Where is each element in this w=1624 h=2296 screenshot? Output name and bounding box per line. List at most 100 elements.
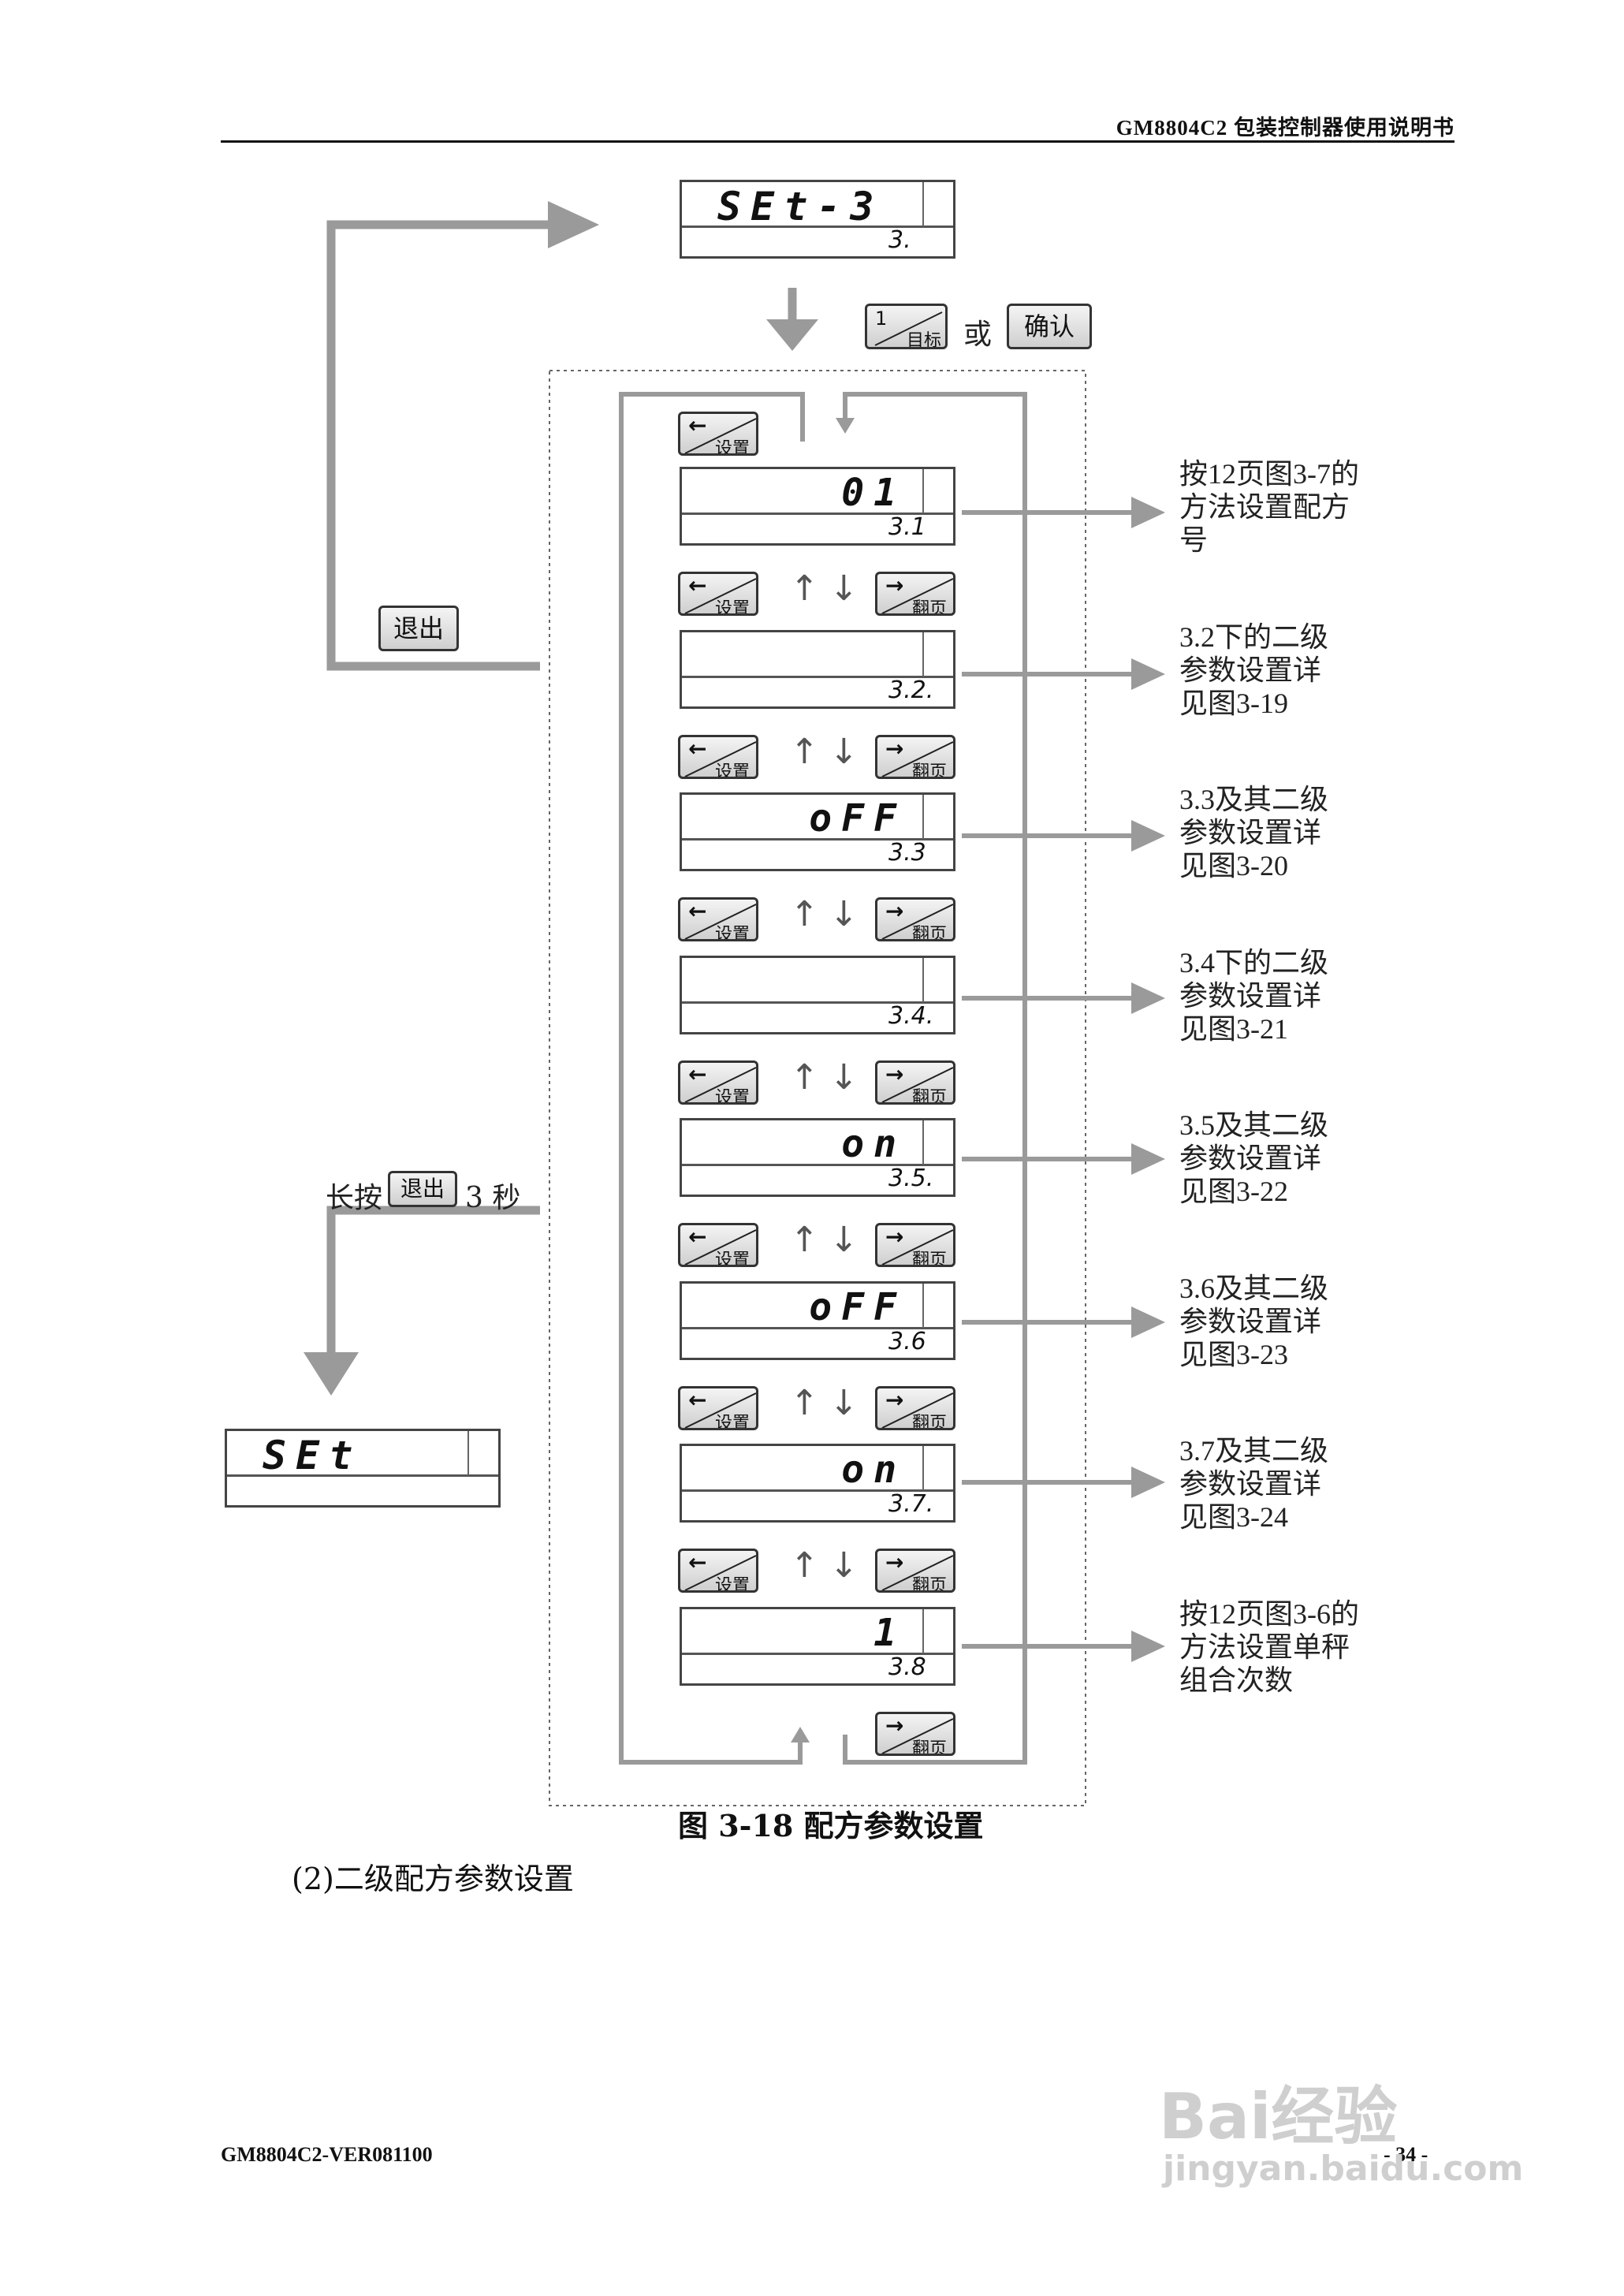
target-key[interactable]: 1 目标 — [865, 304, 948, 349]
right-arrow-icon: → — [885, 735, 904, 762]
target-key-label: 目标 — [907, 331, 942, 349]
display-separator — [922, 632, 924, 676]
down-arrow-icon: ↓ — [829, 894, 859, 934]
display-sub-text: 3.8 — [888, 1653, 926, 1681]
display-sub-text: 3. — [888, 226, 911, 254]
down-arrow-icon: ↓ — [829, 1545, 859, 1586]
parameter-description: 3.6及其二级 — [1179, 1272, 1329, 1304]
long-press-exit-key[interactable]: 退出 — [388, 1171, 457, 1207]
left-arrow-icon: ← — [688, 412, 707, 438]
set-key[interactable]: ← 设置 — [678, 1223, 758, 1267]
display-set: SEt — [225, 1429, 501, 1508]
set-key[interactable]: ←设置 — [678, 734, 758, 779]
parameter-description: 按12页图3-7的 — [1179, 458, 1359, 490]
display-main-text: on — [841, 1448, 906, 1492]
set-key[interactable]: ←设置 — [678, 1060, 758, 1105]
page-key[interactable]: →翻页 — [875, 1385, 955, 1430]
display-separator — [922, 795, 924, 840]
up-arrow-icon: ↑ — [790, 1057, 819, 1098]
display-main-text: SEt — [263, 1433, 363, 1478]
display-main-text: oFF — [809, 1284, 906, 1329]
parameter-description: 参数设置详 — [1179, 979, 1322, 1012]
display-main-text: SEt-3 — [717, 184, 884, 229]
target-key-number: 1 — [875, 308, 888, 330]
right-arrow-icon: → — [885, 1060, 904, 1087]
display-divider — [682, 838, 953, 840]
set-key[interactable]: ←设置 — [678, 1385, 758, 1430]
display-sub-text: 3.4. — [888, 1001, 934, 1030]
set-key[interactable]: ←设置 — [678, 572, 758, 616]
header-title: GM8804C2 包装控制器使用说明书 — [1116, 116, 1455, 140]
up-arrow-icon: ↑ — [790, 568, 819, 609]
parameter-description: 参数设置详 — [1179, 1142, 1322, 1174]
parameter-description: 参数设置详 — [1179, 1305, 1322, 1337]
set-key[interactable]: ←设置 — [678, 1549, 758, 1593]
page-key[interactable]: →翻页 — [875, 897, 955, 941]
right-arrow-icon: → — [885, 572, 904, 598]
display-main-text: oFF — [809, 796, 906, 840]
display-main-text: 1 — [873, 1610, 906, 1655]
confirm-key[interactable]: 确认 — [1007, 304, 1092, 349]
page-key[interactable]: →翻页 — [875, 572, 955, 616]
set-key-label: 设置 — [715, 1250, 751, 1267]
page-key[interactable]: →翻页 — [875, 1711, 955, 1756]
display-sub-text: 3.3 — [888, 839, 926, 867]
left-arrow-icon: ← — [688, 1060, 707, 1087]
set-key-label: 设置 — [715, 1576, 751, 1593]
left-arrow-icon: ← — [688, 898, 707, 924]
display-sub-text: 3.7. — [888, 1490, 934, 1518]
display-divider — [682, 1489, 953, 1492]
parameter-display: 3.2. — [680, 629, 955, 709]
parameter-description: 见图3-23 — [1179, 1338, 1288, 1370]
left-arrow-icon: ← — [688, 1386, 707, 1413]
down-arrow-icon: ↓ — [829, 1382, 859, 1423]
display-main-text: on — [841, 1122, 906, 1166]
page-key[interactable]: →翻页 — [875, 1060, 955, 1105]
display-separator — [922, 957, 924, 1002]
display-separator — [922, 1608, 924, 1653]
display-separator — [922, 1446, 924, 1491]
page-key-label: 翻页 — [912, 1250, 948, 1267]
page-key-label: 翻页 — [912, 762, 948, 779]
display-sub-text: 3.5. — [888, 1165, 934, 1192]
section-heading: (2)二级配方参数设置 — [292, 1862, 574, 1896]
display-separator — [922, 469, 924, 514]
display-main-text: 01 — [841, 471, 906, 515]
display-divider — [682, 512, 953, 515]
left-arrow-icon: ← — [688, 1224, 707, 1250]
parameter-display: 3.4. — [680, 955, 955, 1034]
set-key[interactable]: ←设置 — [678, 412, 758, 456]
parameter-description: 3.7及其二级 — [1179, 1435, 1329, 1467]
page-key[interactable]: → 翻页 — [875, 734, 955, 779]
up-arrow-icon: ↑ — [790, 1545, 819, 1586]
page-key-label: 翻页 — [912, 925, 948, 941]
down-arrow-icon: ↓ — [829, 1220, 859, 1260]
footer-page-number: - 34 - — [1384, 2143, 1428, 2166]
up-arrow-icon: ↑ — [790, 731, 819, 772]
right-arrow-icon: → — [885, 1549, 904, 1575]
exit-key[interactable]: 退出 — [378, 606, 459, 651]
page-key[interactable]: →翻页 — [875, 1223, 955, 1267]
page-key-label: 翻页 — [912, 1413, 948, 1430]
parameter-description: 方法设置配方 — [1179, 491, 1350, 523]
set-key-label: 设置 — [715, 599, 751, 616]
parameter-description: 方法设置单秤 — [1179, 1631, 1350, 1663]
parameter-description: 3.3及其二级 — [1179, 784, 1329, 815]
display-separator — [922, 1120, 924, 1165]
footer-version: GM8804C2-VER081100 — [221, 2143, 433, 2166]
long-press-suffix: 3 秒 — [465, 1182, 521, 1214]
display-divider — [682, 1164, 953, 1166]
page-key[interactable]: →翻页 — [875, 1549, 955, 1593]
down-arrow-icon: ↓ — [829, 1057, 859, 1098]
header-rule — [221, 140, 1455, 143]
parameter-description: 参数设置详 — [1179, 1468, 1322, 1500]
up-arrow-icon: ↑ — [790, 894, 819, 934]
set-key-label: 设置 — [715, 925, 751, 941]
down-arrow-icon: ↓ — [829, 731, 859, 772]
set-key[interactable]: ← 设置 — [678, 897, 758, 941]
parameter-description: 3.4下的二级 — [1179, 946, 1329, 978]
